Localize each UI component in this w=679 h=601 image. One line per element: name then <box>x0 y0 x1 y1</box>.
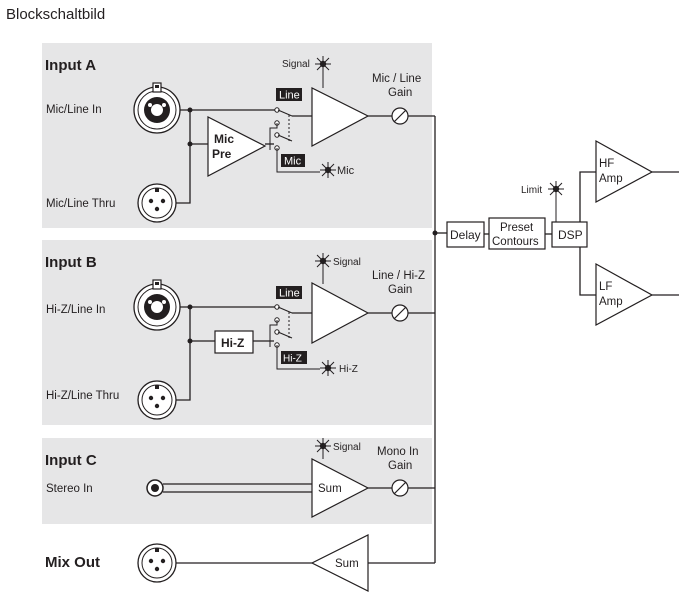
dsp-box <box>551 221 588 248</box>
svg-text:Gain: Gain <box>388 460 412 472</box>
svg-text:Preset: Preset <box>500 222 534 234</box>
input-c-heading: Input C <box>45 452 97 469</box>
mix-out-xlr-icon <box>137 543 177 583</box>
svg-text:Delay: Delay <box>450 228 481 242</box>
mic-pre-label: Mic <box>214 132 234 146</box>
input-b-preamp <box>311 281 370 345</box>
stereo-in-label: Stereo In <box>46 483 93 495</box>
mic-line-in-label: Mic/Line In <box>46 104 102 116</box>
mic-line-thru-label: Mic/Line Thru <box>46 198 115 210</box>
line-tag-b <box>276 286 302 299</box>
hiz-led-icon <box>319 359 337 377</box>
stereo-jack-icon <box>146 479 164 497</box>
signal-label-b: Signal <box>333 257 361 268</box>
hiz-led-label: Hi-Z <box>339 364 358 375</box>
mic-line-gain-knob-icon <box>391 107 409 125</box>
hf-amp-label: HF <box>599 158 614 170</box>
signal-label-c: Signal <box>333 442 361 453</box>
input-c-sum-label: Sum <box>318 483 342 495</box>
mix-out-sum-label: Sum <box>335 558 359 570</box>
svg-text:Line: Line <box>279 90 300 102</box>
mic-pre-amp <box>207 116 267 177</box>
hiz-box <box>214 330 254 354</box>
input-b-heading: Input B <box>45 254 97 271</box>
svg-text:Hi-Z: Hi-Z <box>221 336 244 350</box>
mix-out-heading: Mix Out <box>45 554 100 571</box>
input-c-sum <box>311 458 370 518</box>
hiz-line-thru-label: Hi-Z/Line Thru <box>46 390 119 402</box>
signal-led-c-icon <box>314 437 332 455</box>
hiz-tag-b <box>281 351 307 364</box>
mic-line-gain-label: Mic / Line <box>372 73 421 85</box>
hf-amp <box>595 139 654 204</box>
svg-text:Gain: Gain <box>388 87 412 99</box>
svg-text:Amp: Amp <box>599 173 623 185</box>
svg-text:Pre: Pre <box>212 147 232 161</box>
svg-text:Contours: Contours <box>492 236 539 248</box>
diagram-title: Blockschaltbild <box>6 6 105 23</box>
signal-label-a: Signal <box>282 59 310 70</box>
input-a-heading: Input A <box>45 57 96 74</box>
mono-in-gain-knob-icon <box>391 479 409 497</box>
svg-text:Mic: Mic <box>284 156 302 168</box>
hiz-line-in-label: Hi-Z/Line In <box>46 304 105 316</box>
input-c-panel <box>42 438 432 524</box>
line-tag-a <box>276 88 302 101</box>
line-hiz-gain-knob-icon <box>391 304 409 322</box>
svg-text:Hi-Z: Hi-Z <box>283 354 302 365</box>
limit-led-icon <box>547 180 565 198</box>
limit-label: Limit <box>521 185 542 196</box>
mic-tag-a <box>281 154 305 167</box>
signal-led-a-icon <box>314 55 332 73</box>
mic-led-icon <box>319 161 337 179</box>
input-a-preamp <box>311 87 370 148</box>
svg-text:DSP: DSP <box>558 228 583 242</box>
hiz-line-thru-xlr-icon <box>137 380 177 420</box>
svg-text:Gain: Gain <box>388 284 412 296</box>
svg-text:Line: Line <box>279 288 300 300</box>
svg-text:Amp: Amp <box>599 296 623 308</box>
line-hiz-gain-label: Line / Hi-Z <box>372 270 425 282</box>
lf-amp <box>595 262 654 327</box>
mic-line-thru-xlr-icon <box>137 183 177 223</box>
mono-in-gain-label: Mono In <box>377 446 419 458</box>
signal-led-b-icon <box>314 252 332 270</box>
mic-led-label: Mic <box>337 165 355 177</box>
lf-amp-label: LF <box>599 281 612 293</box>
